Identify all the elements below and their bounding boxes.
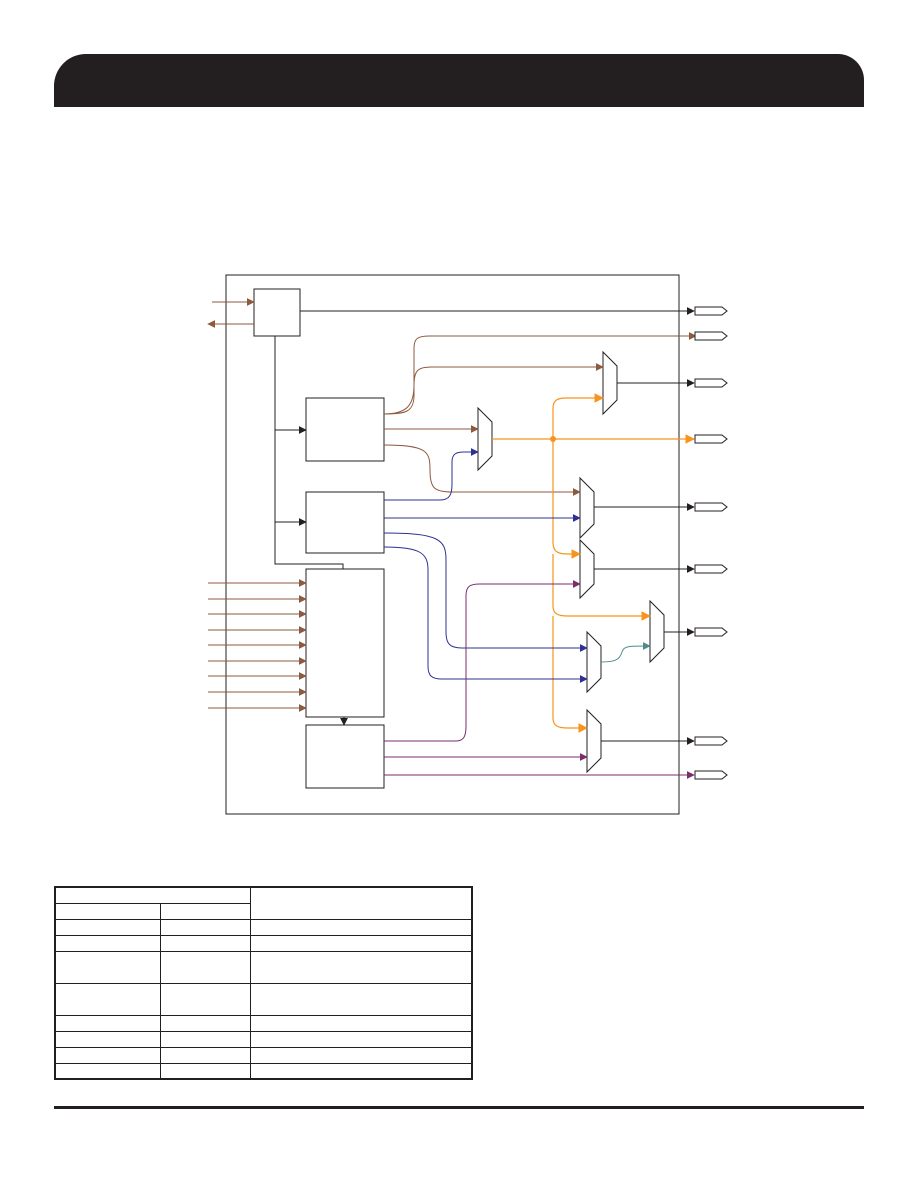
table-row	[54, 950, 473, 984]
table-cell	[249, 918, 473, 936]
block-top-left	[253, 288, 301, 337]
mux-2	[477, 406, 493, 472]
table-row	[54, 982, 473, 1016]
table-cell	[54, 918, 161, 936]
table-cell	[249, 982, 473, 1016]
output-pin-8	[694, 736, 728, 746]
header-bar	[54, 54, 864, 107]
output-pin-5	[694, 502, 728, 512]
mux-4	[579, 538, 595, 600]
table-cell	[249, 1030, 473, 1048]
table-cell	[249, 950, 473, 984]
table-cell	[54, 1030, 161, 1048]
table-row	[54, 1014, 473, 1032]
table-row	[54, 934, 473, 952]
mux-7	[586, 708, 602, 774]
table-cell	[159, 1014, 251, 1032]
output-pin-6	[694, 564, 728, 574]
table-cell	[54, 1014, 161, 1032]
table-cell	[54, 934, 161, 952]
output-pin-7	[694, 627, 728, 637]
mux-3	[579, 476, 595, 540]
table-row	[54, 918, 473, 936]
table-cell	[159, 934, 251, 952]
table-cell	[249, 1062, 473, 1080]
table-cell	[159, 950, 251, 984]
output-pin-2	[694, 331, 728, 341]
mux-6	[586, 630, 602, 694]
table-cell	[159, 1062, 251, 1080]
output-pin-4	[694, 434, 728, 444]
table-row	[54, 1062, 473, 1080]
footer-rule	[54, 1106, 864, 1109]
teal-link	[600, 642, 651, 663]
block-upper	[305, 397, 385, 462]
block-tall	[305, 568, 385, 718]
table-row	[54, 1030, 473, 1048]
table-cell	[54, 1062, 161, 1080]
table-cell	[159, 1046, 251, 1064]
diagram-frame	[225, 274, 680, 815]
table-header-col2	[159, 902, 251, 920]
table-cell	[54, 982, 161, 1016]
table-cell	[54, 1046, 161, 1064]
table-cell	[159, 1030, 251, 1048]
output-pin-9	[694, 770, 728, 780]
table-cell	[249, 934, 473, 952]
table-cell	[159, 918, 251, 936]
orange-junction	[550, 436, 556, 442]
table-cell	[249, 1014, 473, 1032]
output-pin-3	[694, 378, 728, 388]
mux-1	[602, 350, 618, 416]
block-bottom	[305, 724, 385, 789]
table-row	[54, 1046, 473, 1064]
block-middle	[305, 491, 385, 554]
table-cell	[249, 1046, 473, 1064]
table-cell	[159, 982, 251, 1016]
table-header-group	[54, 886, 251, 904]
table-cell	[54, 950, 161, 984]
pin-table	[54, 886, 473, 1080]
output-pin-1	[694, 306, 728, 316]
table-header-description	[249, 886, 473, 920]
table-header-col1	[54, 902, 161, 920]
mux-5	[649, 599, 665, 664]
